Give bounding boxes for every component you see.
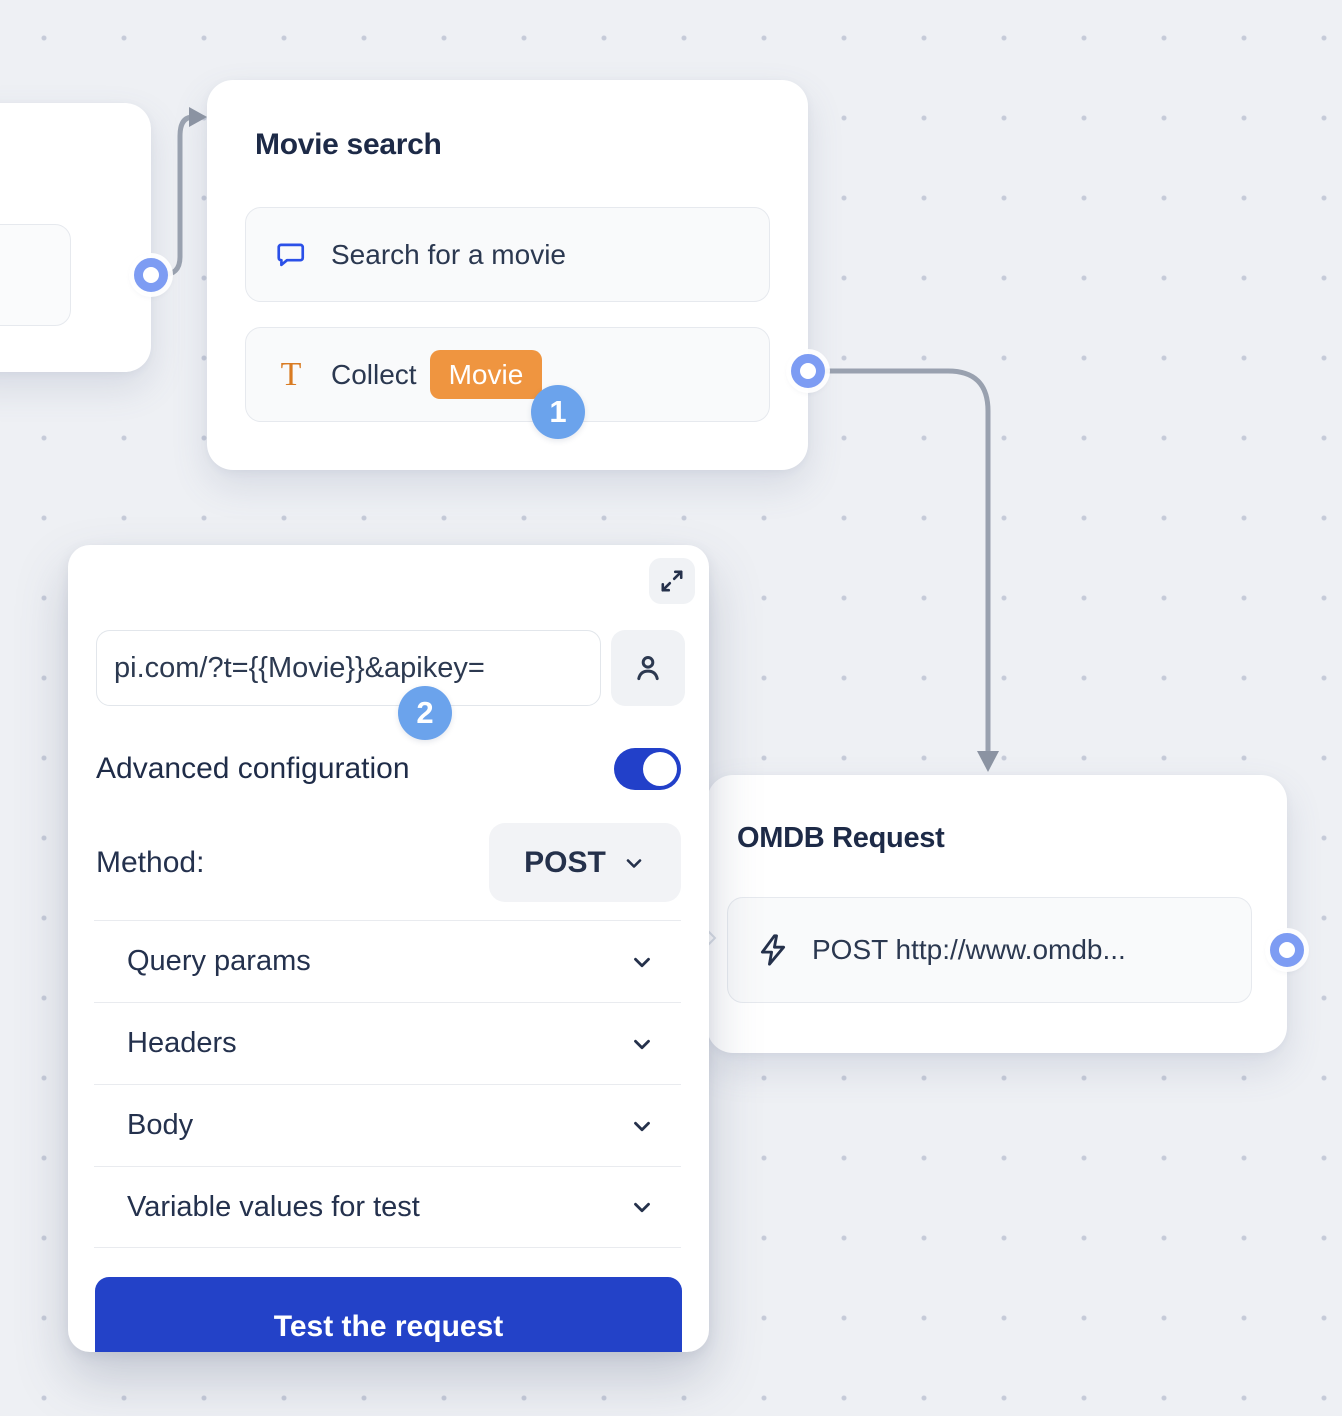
block-collect-input[interactable]: T Collect Movie — [245, 327, 770, 422]
section-label: Variable values for test — [127, 1190, 420, 1223]
text-format-icon: T — [280, 355, 302, 393]
method-value: POST — [524, 845, 606, 879]
expand-icon — [661, 570, 683, 592]
block-label: POST http://www.omdb... — [812, 934, 1126, 965]
node-omdb-request[interactable]: OMDB Request POST http://www.omdb... — [700, 775, 1287, 1053]
advanced-configuration-toggle[interactable] — [614, 748, 681, 790]
block-send-message[interactable]: Search for a movie — [245, 207, 770, 302]
node-title: Movie search — [255, 128, 442, 161]
section-query-params[interactable]: Query params — [94, 920, 681, 1002]
url-input[interactable] — [96, 630, 601, 706]
connector-path-prev-to-movie — [148, 114, 199, 278]
connector-path-movie-to-omdb — [805, 368, 991, 755]
step-badge-2: 2 — [398, 686, 452, 740]
section-headers[interactable]: Headers — [94, 1002, 681, 1084]
section-variable-values[interactable]: Variable values for test — [94, 1166, 681, 1248]
step-badge-1: 1 — [531, 385, 585, 439]
chevron-down-icon — [634, 957, 650, 967]
chevron-down-icon — [634, 1121, 650, 1131]
advanced-configuration-row: Advanced configuration — [96, 745, 681, 793]
webhook-config-panel: 2 Advanced configuration Method: POST Qu… — [68, 545, 709, 1352]
method-select[interactable]: POST — [489, 823, 681, 902]
chevron-down-icon — [634, 1039, 650, 1049]
node-previous-item[interactable] — [0, 224, 71, 326]
arrowhead-right-icon — [189, 107, 207, 127]
node-title: OMDB Request — [737, 822, 945, 854]
chevron-down-icon — [634, 1202, 650, 1213]
advanced-configuration-label: Advanced configuration — [96, 752, 410, 785]
node-movie-search[interactable]: Movie search Search for a movie T Collec… — [207, 80, 808, 470]
person-icon — [637, 656, 659, 681]
output-port-webhook[interactable] — [1270, 933, 1304, 967]
method-row: Method: POST — [96, 823, 681, 902]
arrowhead-down-icon — [977, 751, 999, 772]
insert-variable-button[interactable] — [611, 630, 685, 706]
node-previous-partial[interactable] — [0, 103, 151, 372]
output-port-previous[interactable] — [134, 258, 168, 292]
chat-bubble-icon — [275, 239, 307, 271]
block-label: Collect — [331, 358, 417, 390]
chevron-down-icon — [626, 858, 642, 868]
toggle-knob — [643, 752, 677, 786]
block-webhook[interactable]: POST http://www.omdb... — [727, 897, 1252, 1003]
section-label: Headers — [127, 1027, 237, 1059]
expand-button[interactable] — [649, 558, 695, 604]
lightning-icon — [756, 933, 790, 967]
test-request-button[interactable]: Test the request — [95, 1277, 682, 1352]
block-label: Search for a movie — [331, 238, 566, 270]
variable-chip-movie[interactable]: Movie — [429, 350, 543, 399]
url-row — [96, 630, 685, 706]
collapsible-sections: Query params Headers Body Variable value… — [94, 920, 681, 1248]
section-body[interactable]: Body — [94, 1084, 681, 1166]
section-label: Query params — [127, 945, 311, 977]
output-port-collect[interactable] — [791, 354, 825, 388]
section-label: Body — [127, 1109, 194, 1141]
method-label: Method: — [96, 845, 205, 879]
